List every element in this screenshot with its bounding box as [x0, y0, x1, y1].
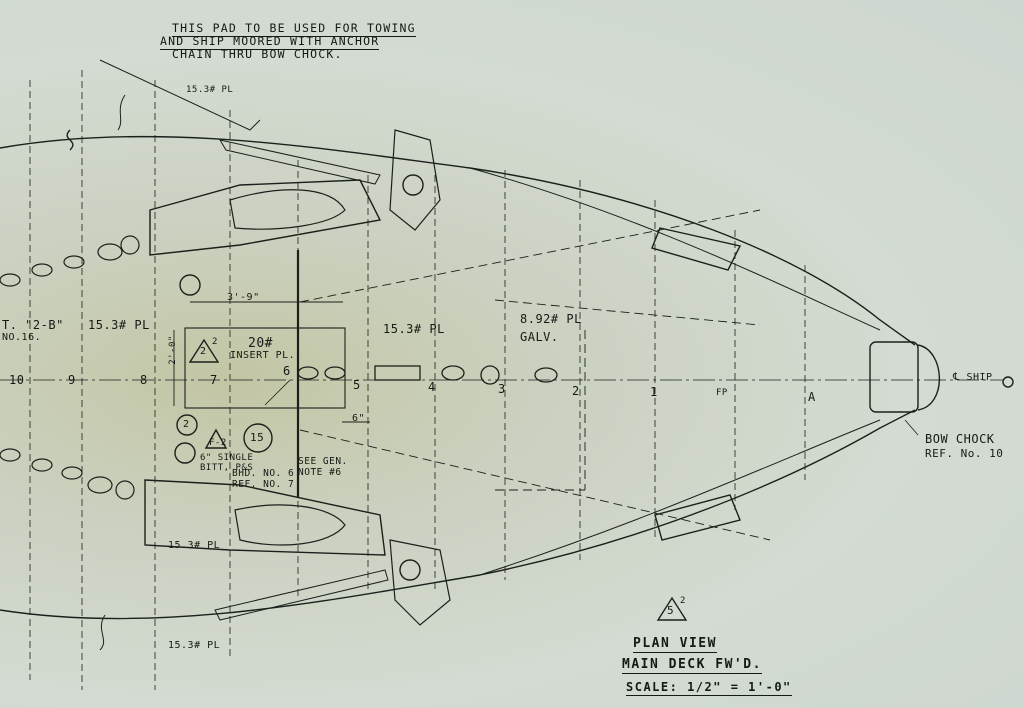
frame-8: 8 — [140, 373, 148, 387]
plate-label-left: 15.3# PL — [88, 318, 150, 332]
note-line-3: CHAIN THRU BOW CHOCK. — [172, 47, 343, 61]
ref-partial-top: T. "2-B" — [2, 318, 64, 332]
plate-label-top-wing: 15.3# PL — [186, 85, 234, 95]
plate-label-center: 15.3# PL — [383, 322, 445, 336]
bow-chock-label-1: BOW CHOCK — [925, 432, 995, 446]
bow-chock-label-2: REF. No. 10 — [925, 447, 1004, 460]
bitt-note-2: BITT, P&S — [200, 463, 254, 473]
callout-circle-15 — [243, 423, 273, 453]
insert-offset-dim: 6" — [352, 413, 366, 424]
bhd-note-1: BHD. NO. 6 — [232, 468, 295, 479]
insert-weight: 20# — [248, 336, 273, 351]
callout-15-label: 15 — [250, 431, 265, 444]
plate-label-galv-1: 8.92# PL — [520, 312, 582, 326]
insert-label: INSERT PL. — [230, 350, 296, 361]
bhd-note-2: REF. NO. 7 — [232, 479, 295, 490]
sheet-triangle — [656, 596, 688, 621]
sheet-mark-number: 5 — [667, 604, 675, 617]
vent-upper — [651, 227, 742, 271]
bitt-lower — [174, 442, 196, 464]
f2-triangle — [204, 428, 228, 449]
frame-6: 6 — [283, 364, 291, 378]
frame-a: A — [808, 390, 816, 404]
vent-lower — [654, 494, 741, 541]
frame-2: 2 — [572, 384, 580, 398]
title-plan-view: PLAN VIEW — [633, 636, 717, 653]
note-line-2: AND SHIP MOORED WITH ANCHOR — [160, 34, 380, 50]
plate-label-lower-wing: 15.3# PL — [168, 540, 221, 551]
hawse-pipe-lower — [144, 479, 386, 556]
hull-outline-bottom — [0, 409, 916, 620]
see-note-2: NOTE #6 — [298, 467, 342, 478]
sheer-line-bottom — [479, 419, 881, 576]
insert-width-dim: 3'-9" — [227, 292, 260, 303]
sheer-line-top — [469, 167, 881, 331]
ship-centerline-label: ℄ SHIP — [953, 372, 993, 383]
title-main-deck: MAIN DECK FW'D. — [622, 657, 762, 674]
frame-9: 9 — [68, 373, 76, 387]
hull-outline-top — [0, 135, 916, 346]
triangle-mark-number: 2 — [200, 346, 207, 357]
frame-10: 10 — [9, 373, 25, 387]
bitt-upper — [179, 274, 201, 296]
frame-3: 3 — [498, 382, 506, 396]
plate-label-galv-2: GALV. — [520, 330, 559, 344]
callout-2-label: 2 — [183, 419, 190, 430]
anchor-chain-center — [297, 365, 558, 385]
triangle-mark-sup: 2 — [212, 337, 218, 347]
frame-1: 1 — [650, 385, 658, 399]
anchor-chain-lower — [0, 448, 135, 500]
ref-partial-no: NO.16. — [2, 332, 42, 343]
sheet-mark-sup: 2 — [680, 596, 686, 606]
see-note-1: SEE GEN. — [298, 456, 348, 467]
insert-plate-outline — [184, 327, 346, 409]
frame-7: 7 — [210, 373, 218, 387]
title-scale: SCALE: 1/2" = 1'-0" — [626, 680, 792, 696]
insert-height-dim: 2'-0" — [167, 335, 178, 365]
callout-circle-2 — [176, 414, 198, 436]
hawse-pipe-upper — [149, 179, 382, 256]
bitt-note-1: 6" SINGLE — [200, 453, 254, 463]
anchor-chain-upper — [0, 235, 140, 287]
triangle-mark — [188, 338, 220, 363]
frame-5: 5 — [353, 378, 361, 392]
f2-label: F-2 — [209, 438, 227, 448]
frame-4: 4 — [428, 380, 436, 394]
stem-point — [1002, 376, 1014, 388]
frame-fp: FP — [716, 388, 728, 398]
bow-chock-shape — [869, 341, 919, 413]
stem-shape — [917, 344, 940, 411]
note-line-1: THIS PAD TO BE USED FOR TOWING — [172, 21, 416, 37]
plate-label-bottom: 15.3# PL — [168, 640, 221, 651]
